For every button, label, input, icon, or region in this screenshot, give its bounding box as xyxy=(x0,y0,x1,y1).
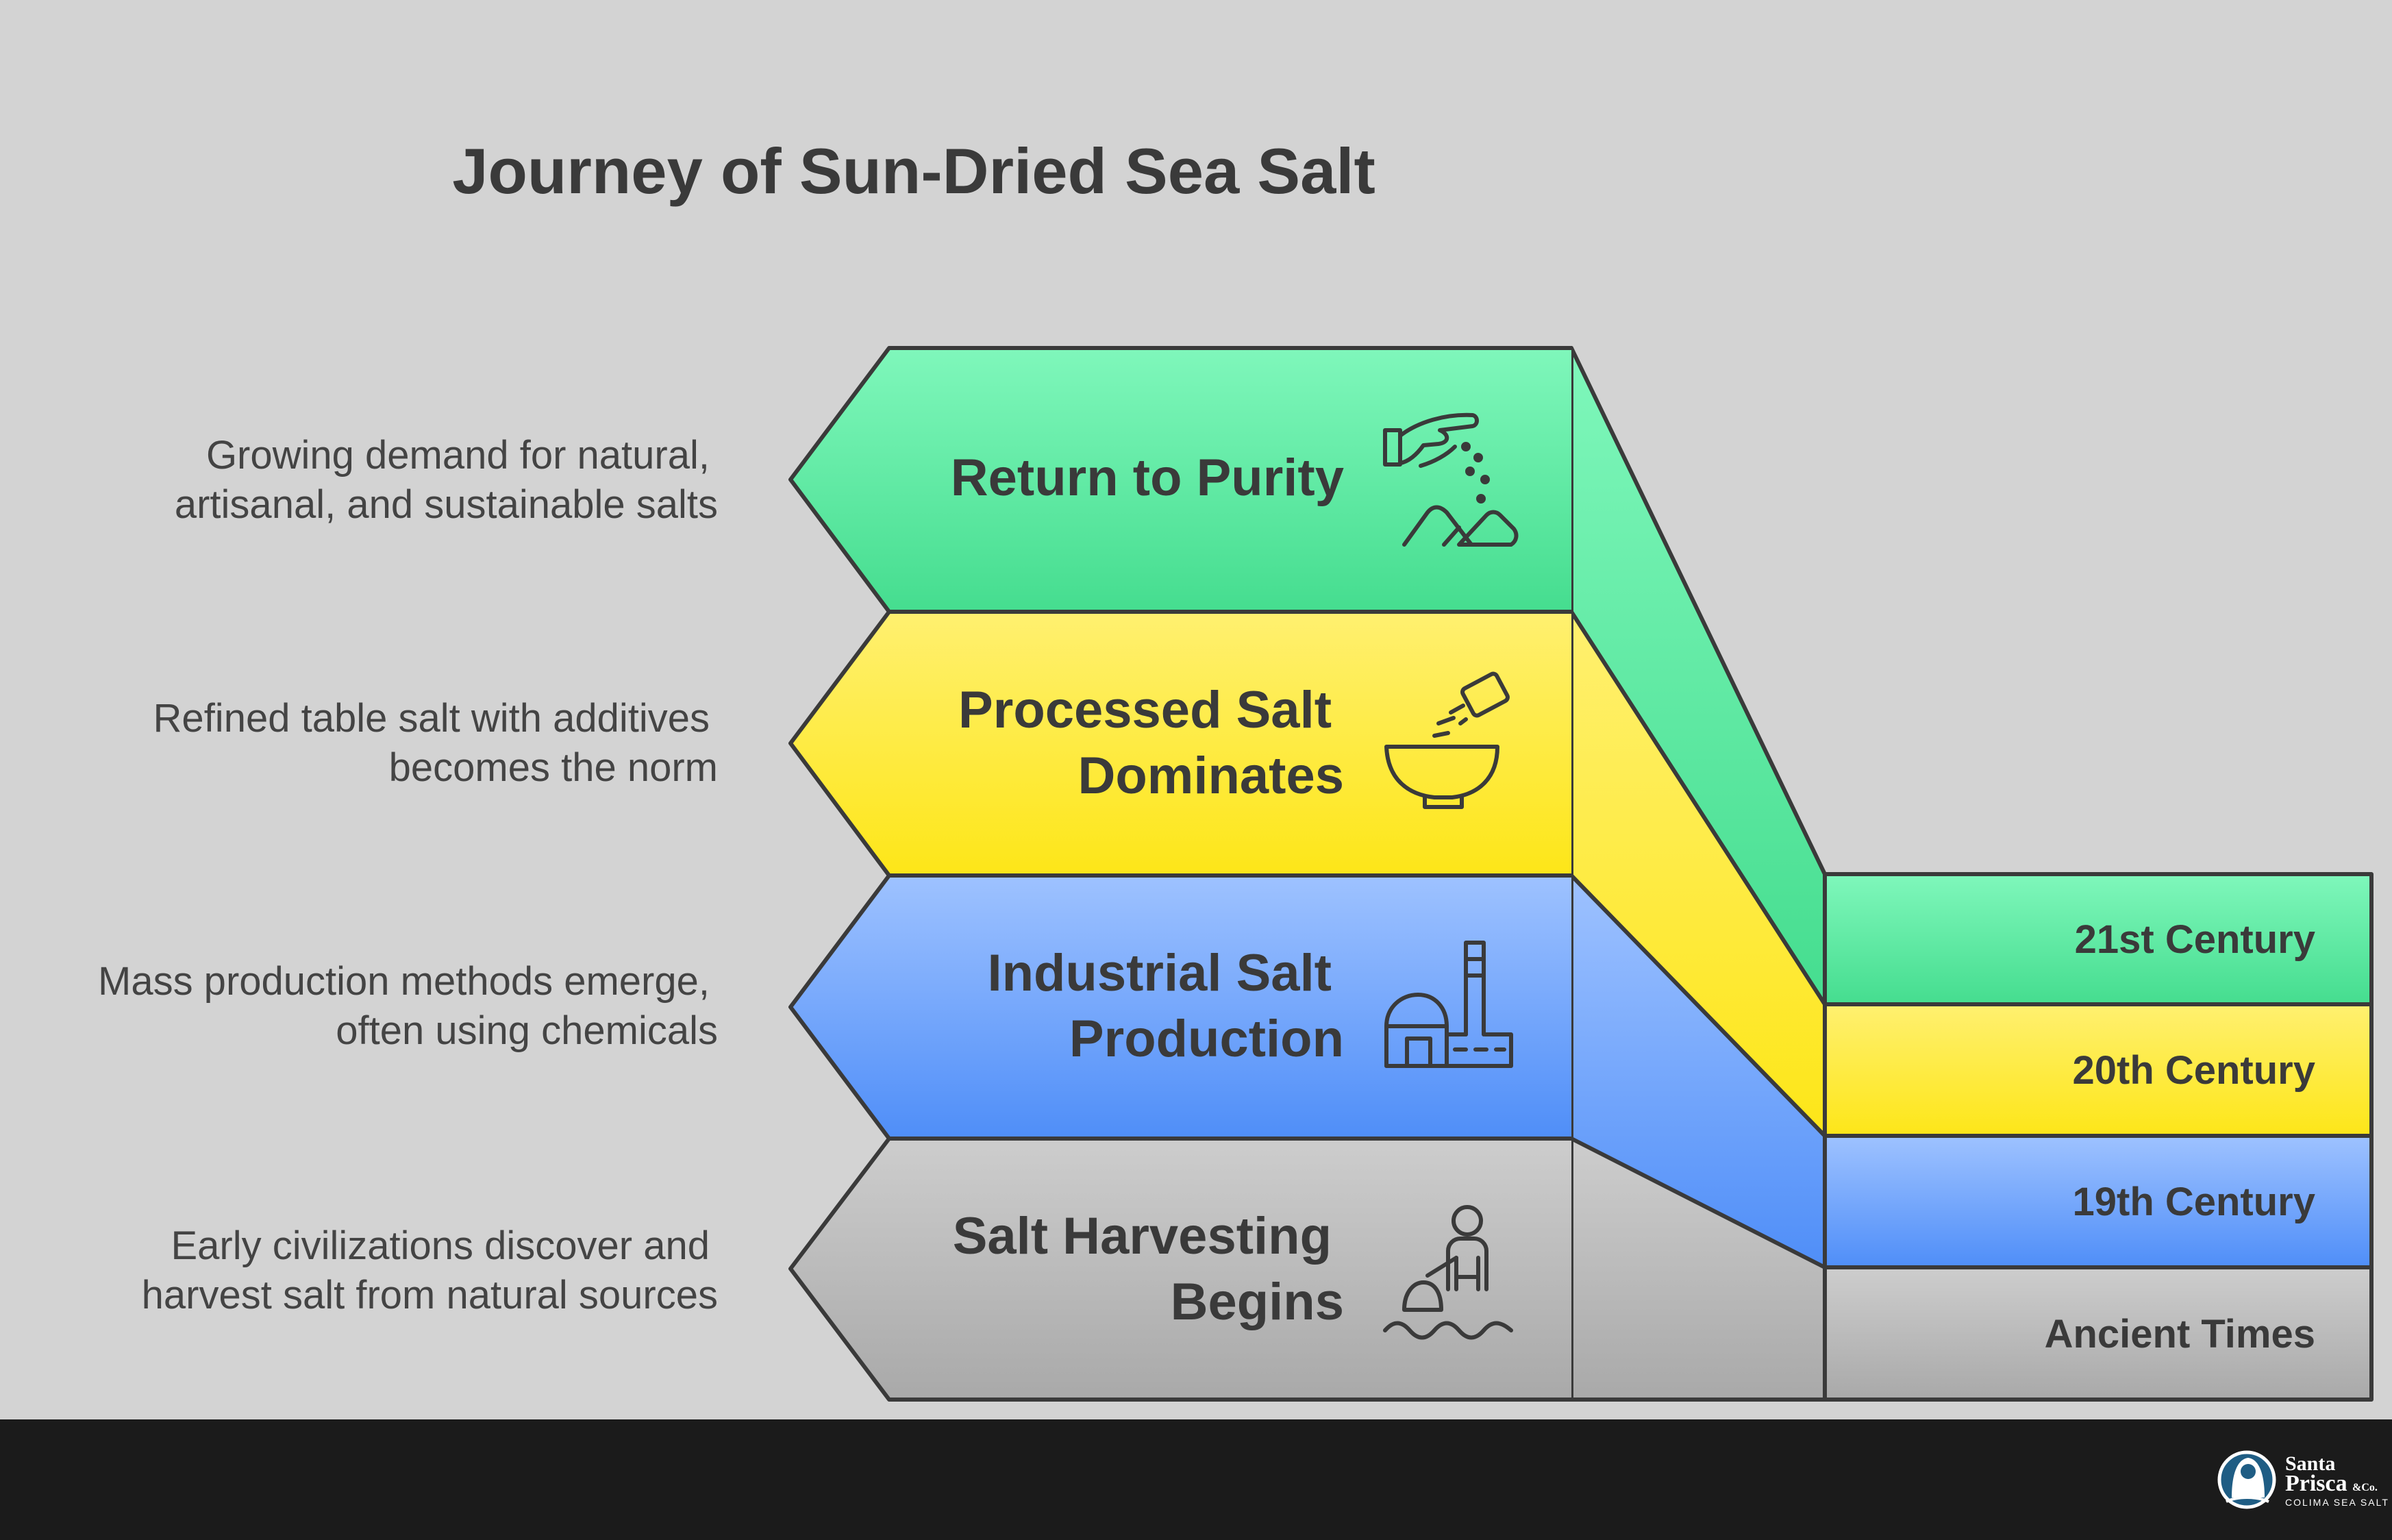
diagram-title: Journey of Sun-Dried Sea Salt xyxy=(452,135,1375,207)
stage-description-industrial-line2: often using chemicals xyxy=(336,1008,718,1053)
stage-description-purity-line1: Growing demand for natural, xyxy=(206,433,710,477)
stage-label-harvesting-line2: Begins xyxy=(1171,1273,1344,1331)
stage-arrows-outline xyxy=(788,346,1573,1402)
stage-label-purity: Return to Purity xyxy=(951,449,1344,507)
stage-label-processed-line2: Dominates xyxy=(1077,747,1344,805)
era-box-harvesting xyxy=(1825,1267,2371,1400)
brand-tagline: COLIMA SEA SALT xyxy=(2285,1497,2389,1508)
madonna-logo-icon xyxy=(2217,1450,2276,1509)
stage-labels: Return to Purity Processed Salt Dominate… xyxy=(951,449,1344,1331)
era-label-purity: 21st Century xyxy=(2075,917,2315,962)
stage-label-processed-line1: Processed Salt xyxy=(958,681,1332,739)
era-box-purity xyxy=(1825,874,2371,1004)
stage-description-purity-line2: artisanal, and sustainable salts xyxy=(175,482,718,527)
stage-description-industrial-line1: Mass production methods emerge, xyxy=(98,959,710,1004)
stage-label-harvesting-line1: Salt Harvesting xyxy=(953,1207,1332,1265)
brand-name-line1: Santa xyxy=(2285,1452,2335,1475)
stage-arrow-industrial xyxy=(790,875,1571,1139)
brand-suffix: &Co. xyxy=(2352,1482,2378,1493)
era-boxes: 21st Century 20th Century 19th Century A… xyxy=(1823,872,2374,1402)
era-boxes-outline xyxy=(1823,872,2374,1402)
era-label-industrial: 19th Century xyxy=(2072,1180,2315,1224)
connector-band-processed xyxy=(1571,612,1825,1136)
era-box-industrial xyxy=(1825,1136,2371,1267)
factory-icon xyxy=(1384,941,1513,1068)
brand-name-line2: Prisca xyxy=(2285,1471,2347,1496)
connector-band-purity xyxy=(1571,348,1825,1004)
era-label-harvesting: Ancient Times xyxy=(2045,1312,2315,1356)
stage-arrow-harvesting xyxy=(790,1139,1571,1400)
footer-bar xyxy=(0,1419,2392,1540)
connector-bands xyxy=(1569,346,1827,1402)
stage-descriptions: Growing demand for natural, artisanal, a… xyxy=(98,433,718,1317)
stage-arrow-processed xyxy=(790,612,1571,875)
stage-description-processed-line2: becomes the norm xyxy=(389,745,718,790)
stage-description-harvesting-line1: Early civilizations discover and xyxy=(171,1224,710,1268)
connector-band-harvesting xyxy=(1571,1139,1825,1400)
stage-arrow-purity xyxy=(790,348,1571,612)
connector-outline xyxy=(1569,346,1827,1402)
stage-label-industrial-line1: Industrial Salt xyxy=(987,944,1332,1002)
era-box-processed xyxy=(1825,1004,2371,1136)
stage-description-harvesting-line2: harvest salt from natural sources xyxy=(142,1273,718,1317)
hand-sprinkling-salt-icon xyxy=(1383,412,1519,547)
era-label-processed: 20th Century xyxy=(2072,1048,2315,1093)
stage-arrows xyxy=(788,346,1573,1402)
stage-description-processed-line1: Refined table salt with additives xyxy=(153,696,710,741)
salt-shaker-bowl-icon xyxy=(1384,671,1510,809)
stage-label-industrial-line2: Production xyxy=(1069,1010,1344,1068)
salt-harvester-icon xyxy=(1383,1205,1513,1340)
brand-logo: Santa Prisca &Co. COLIMA SEA SALT xyxy=(2217,1450,2389,1509)
